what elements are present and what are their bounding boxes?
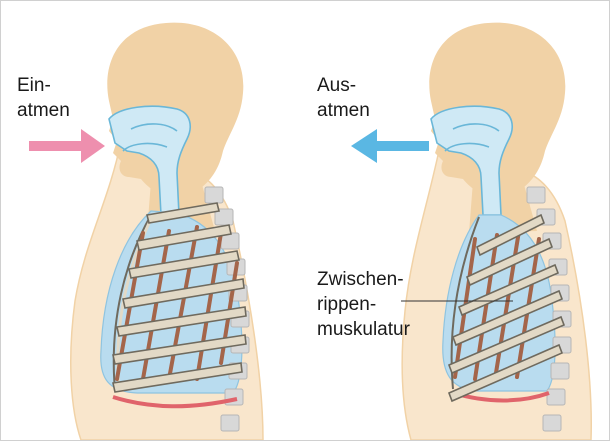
label-einatmen: Ein- atmen <box>17 73 70 123</box>
label-zwischenrippenmuskulatur: Zwischen- rippen- muskulatur <box>317 267 410 342</box>
label-ausatmen-line2: atmen <box>317 98 370 123</box>
label-einatmen-line1: Ein- <box>17 73 70 98</box>
label-ausatmen: Aus- atmen <box>317 73 370 123</box>
label-einatmen-line2: atmen <box>17 98 70 123</box>
label-muskulatur-line1: Zwischen- <box>317 267 410 292</box>
arrow-right-icon <box>29 129 105 163</box>
arrow-left-icon <box>351 129 429 163</box>
label-ausatmen-line1: Aus- <box>317 73 370 98</box>
label-muskulatur-line2: rippen- <box>317 292 410 317</box>
label-muskulatur-line3: muskulatur <box>317 317 410 342</box>
figure-exhale <box>351 23 591 440</box>
